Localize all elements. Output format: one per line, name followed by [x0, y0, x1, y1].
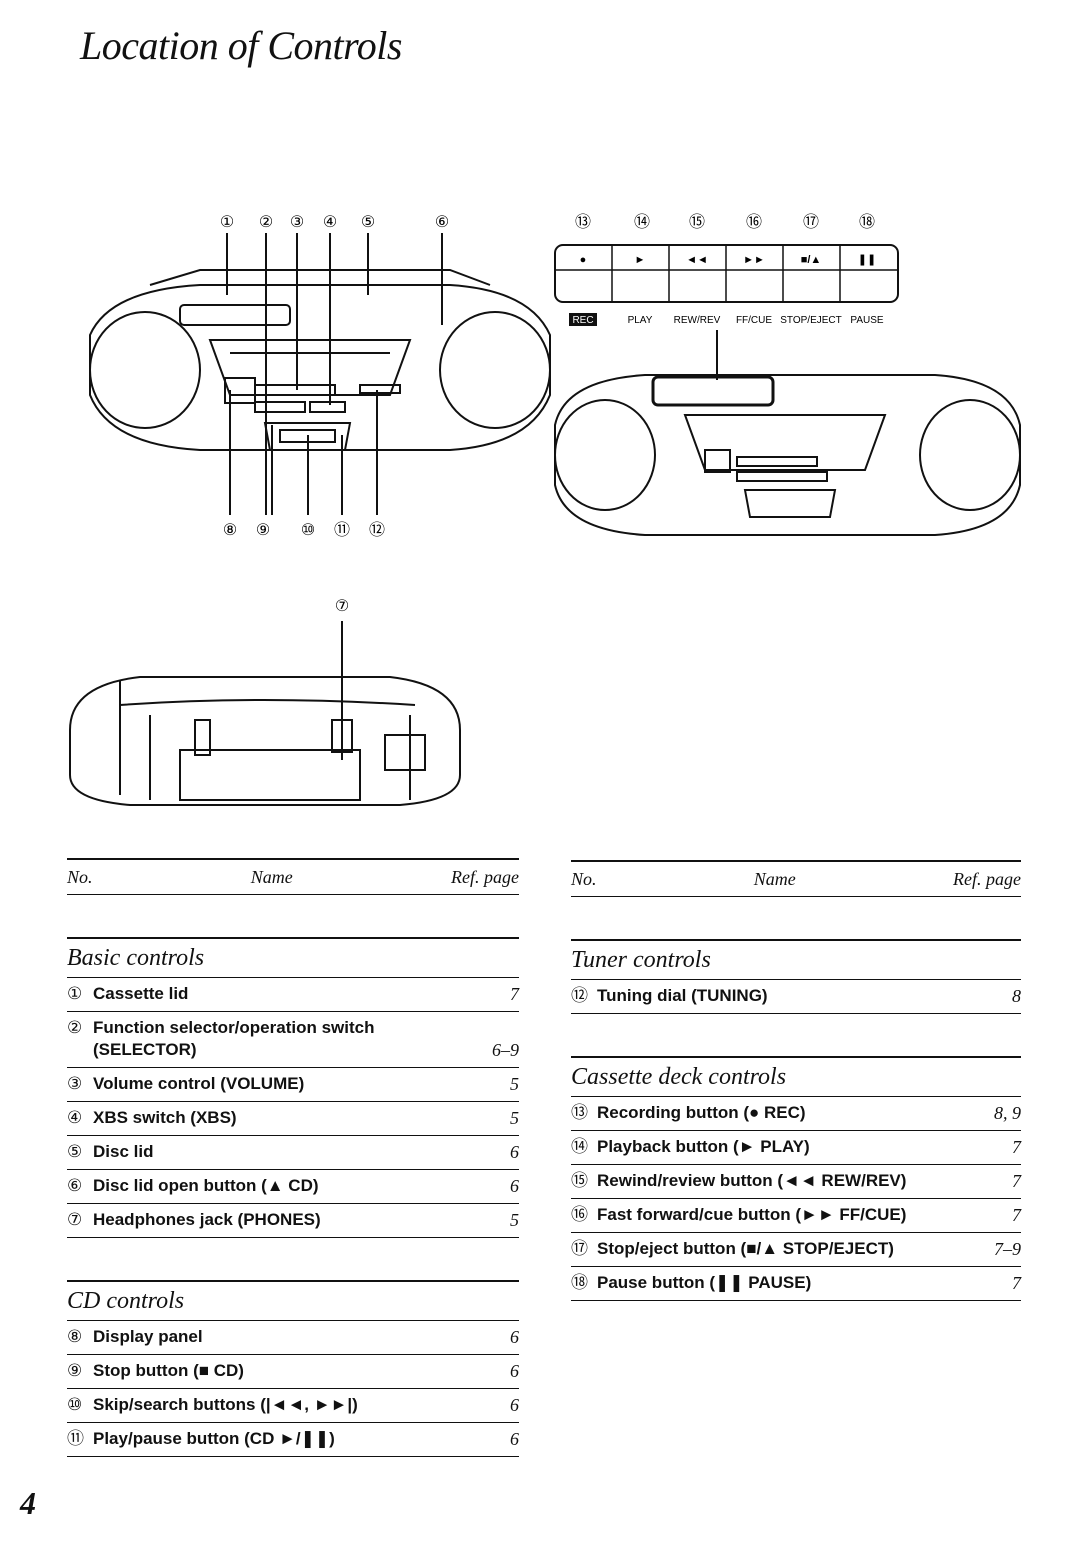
callout-12: ⑫ — [369, 521, 385, 539]
deck-symbol-ff: ►► — [743, 254, 765, 266]
callout-17: ⑰ — [803, 213, 819, 231]
header-no: No. — [571, 868, 597, 889]
callout-18: ⑱ — [859, 213, 875, 231]
section-tuner-controls: Tuner controls — [571, 939, 1021, 980]
rear-view-diagram: ⑦ — [69, 598, 461, 806]
deck-symbol-pause: ❚❚ — [858, 254, 876, 266]
callout-15: ⑮ — [689, 213, 705, 231]
front-view-diagram: ① ② ③ ④ ⑤ ⑥ ⑧ ⑨ ⑩ ⑪ ⑫ — [89, 214, 551, 539]
deck-label-stop: STOP/EJECT — [780, 315, 842, 326]
callout-2: ② — [259, 214, 273, 231]
deck-label-pause: PAUSE — [850, 315, 883, 326]
callout-10: ⑩ — [301, 522, 315, 539]
page-number: 4 — [20, 1485, 36, 1521]
table-header: No. Name Ref. page — [67, 858, 519, 895]
section-cassette-deck-controls: Cassette deck controls — [571, 1056, 1021, 1097]
deck-label-rec: REC — [572, 315, 593, 326]
callout-7: ⑦ — [335, 598, 349, 615]
callout-14: ⑭ — [634, 213, 650, 231]
callout-1: ① — [220, 214, 234, 231]
table-header: No. Name Ref. page — [571, 860, 1021, 897]
callout-13: ⑬ — [575, 213, 591, 231]
callout-11: ⑪ — [334, 521, 350, 539]
cassette-deck-diagram: ⑬ ⑭ ⑮ ⑯ ⑰ ⑱ ● ► ◄◄ ►► ■/▲ ❚❚ REC PLAY RE… — [554, 213, 1021, 536]
callout-5: ⑤ — [361, 214, 375, 231]
header-name: Name — [250, 866, 293, 887]
callout-4: ④ — [323, 214, 337, 231]
callout-6: ⑥ — [435, 214, 449, 231]
header-ref: Ref. page — [953, 868, 1021, 889]
deck-label-ff: FF/CUE — [736, 315, 772, 326]
header-name: Name — [753, 868, 796, 889]
deck-label-play: PLAY — [628, 315, 653, 326]
deck-symbol-play: ► — [635, 254, 646, 266]
deck-symbol-rew: ◄◄ — [686, 254, 708, 266]
section-cd-controls: CD controls — [67, 1280, 519, 1321]
header-ref: Ref. page — [451, 866, 519, 887]
callout-9: ⑨ — [256, 522, 270, 539]
callout-3: ③ — [290, 214, 304, 231]
page-title: Location of Controls — [80, 23, 402, 68]
header-no: No. — [67, 866, 93, 887]
deck-symbol-rec: ● — [580, 254, 587, 266]
callout-8: ⑧ — [223, 522, 237, 539]
section-basic-controls: Basic controls — [67, 937, 519, 978]
deck-symbol-stop: ■/▲ — [801, 254, 822, 266]
deck-label-rew: REW/REV — [674, 315, 721, 326]
callout-16: ⑯ — [746, 213, 762, 231]
